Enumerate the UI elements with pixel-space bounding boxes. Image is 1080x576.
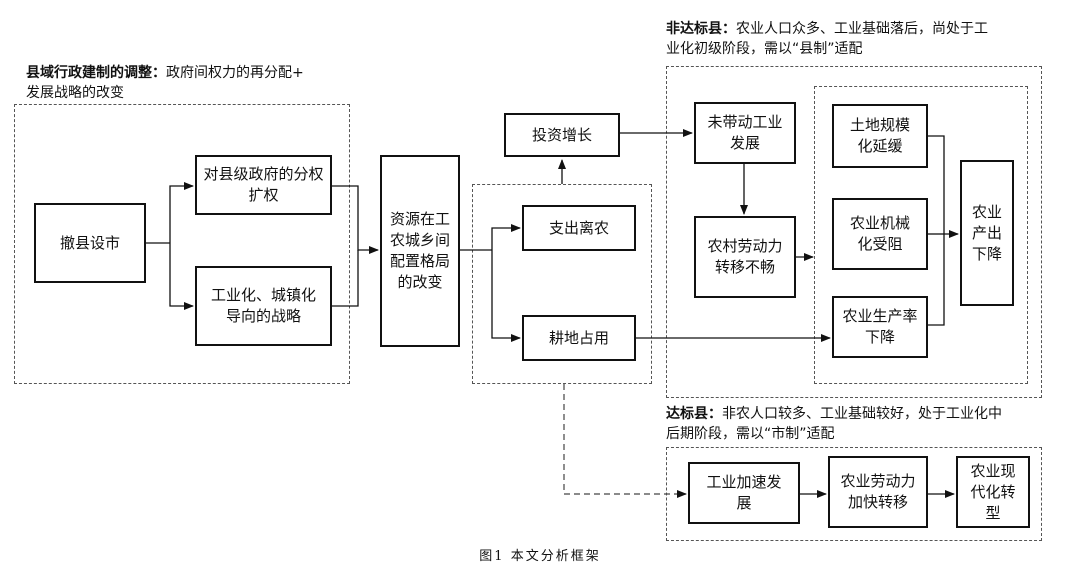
box-ziyuan-peizhi: 资源在工农城乡间配置格局的改变 xyxy=(380,155,460,347)
middle-group-frame xyxy=(472,184,652,384)
top-right-group-note: 非达标县：农业人口众多、工业基础落后，尚处于工 业化初级阶段，需以“县制”适配 xyxy=(666,19,1046,59)
box-zhanlue: 工业化、城镇化导向的战略 xyxy=(195,266,332,346)
box-fenquan-kuoquan: 对县级政府的分权扩权 xyxy=(195,155,332,215)
top-note-title: 非达标县： xyxy=(666,21,736,37)
top-right-group-frame xyxy=(666,66,1042,398)
box-laodong-jiakuai: 农业劳动力加快转移 xyxy=(828,456,928,528)
arrow-tudi-to-chanchu xyxy=(928,135,959,238)
top-note-line2: 业化初级阶段，需以“县制”适配 xyxy=(666,41,863,57)
figure-caption: 图1 本文分析框架 xyxy=(479,549,601,564)
top-right-inner-frame xyxy=(814,86,1028,384)
dashed-arrow-to-gongye xyxy=(563,384,687,498)
box-laodongli-zhuanyi: 农村劳动力转移不畅 xyxy=(694,216,796,298)
bottom-note-line1: 非农人口较多、工业基础较好，处于工业化中 xyxy=(722,406,1002,422)
top-note-line1: 农业人口众多、工业基础落后，尚处于工 xyxy=(736,21,988,37)
box-tudi-guimohua: 土地规模化延缓 xyxy=(832,104,928,168)
box-touzi-zengzhang: 投资增长 xyxy=(504,113,620,157)
box-chexian-sheshi: 撤县设市 xyxy=(34,203,146,283)
box-gongye-jiasu: 工业加速发展 xyxy=(688,462,800,524)
box-xiandaihua: 农业现代化转型 xyxy=(956,456,1030,528)
arrow-shengchan-to-chanchu xyxy=(928,234,945,326)
box-shengchanlv: 农业生产率下降 xyxy=(832,296,928,358)
arrow-kuoquan-to-ziyuan xyxy=(332,185,379,254)
left-note-line1: 政府间权力的再分配+ xyxy=(166,65,304,81)
left-group-note: 县域行政建制的调整：政府间权力的再分配+ 发展战略的改变 xyxy=(26,63,356,103)
bottom-right-group-note: 达标县：非农人口较多、工业基础较好，处于工业化中 后期阶段，需以“市制”适配 xyxy=(666,404,1056,444)
arrow-to-zhichu xyxy=(491,224,521,250)
box-zhichu-linong: 支出离农 xyxy=(522,205,636,251)
bottom-note-line2: 后期阶段，需以“市制”适配 xyxy=(666,426,835,442)
left-note-line2: 发展战略的改变 xyxy=(26,85,124,101)
arrow-to-gengdi xyxy=(491,250,521,342)
box-weidai-gongye: 未带动工业发展 xyxy=(694,102,796,164)
box-chanchu-xiajiang: 农业产出下降 xyxy=(960,160,1014,306)
arrow-zhanlue-to-ziyuan xyxy=(332,250,359,307)
left-group-frame xyxy=(14,104,350,384)
arrow-to-zhanlue xyxy=(169,243,194,310)
box-gengdi-zhanyong: 耕地占用 xyxy=(522,315,636,361)
left-note-title: 县域行政建制的调整： xyxy=(26,65,166,81)
arrow-to-kuoquan xyxy=(169,182,194,243)
box-jixiehua: 农业机械化受阻 xyxy=(832,198,928,270)
bottom-note-title: 达标县： xyxy=(666,406,722,422)
